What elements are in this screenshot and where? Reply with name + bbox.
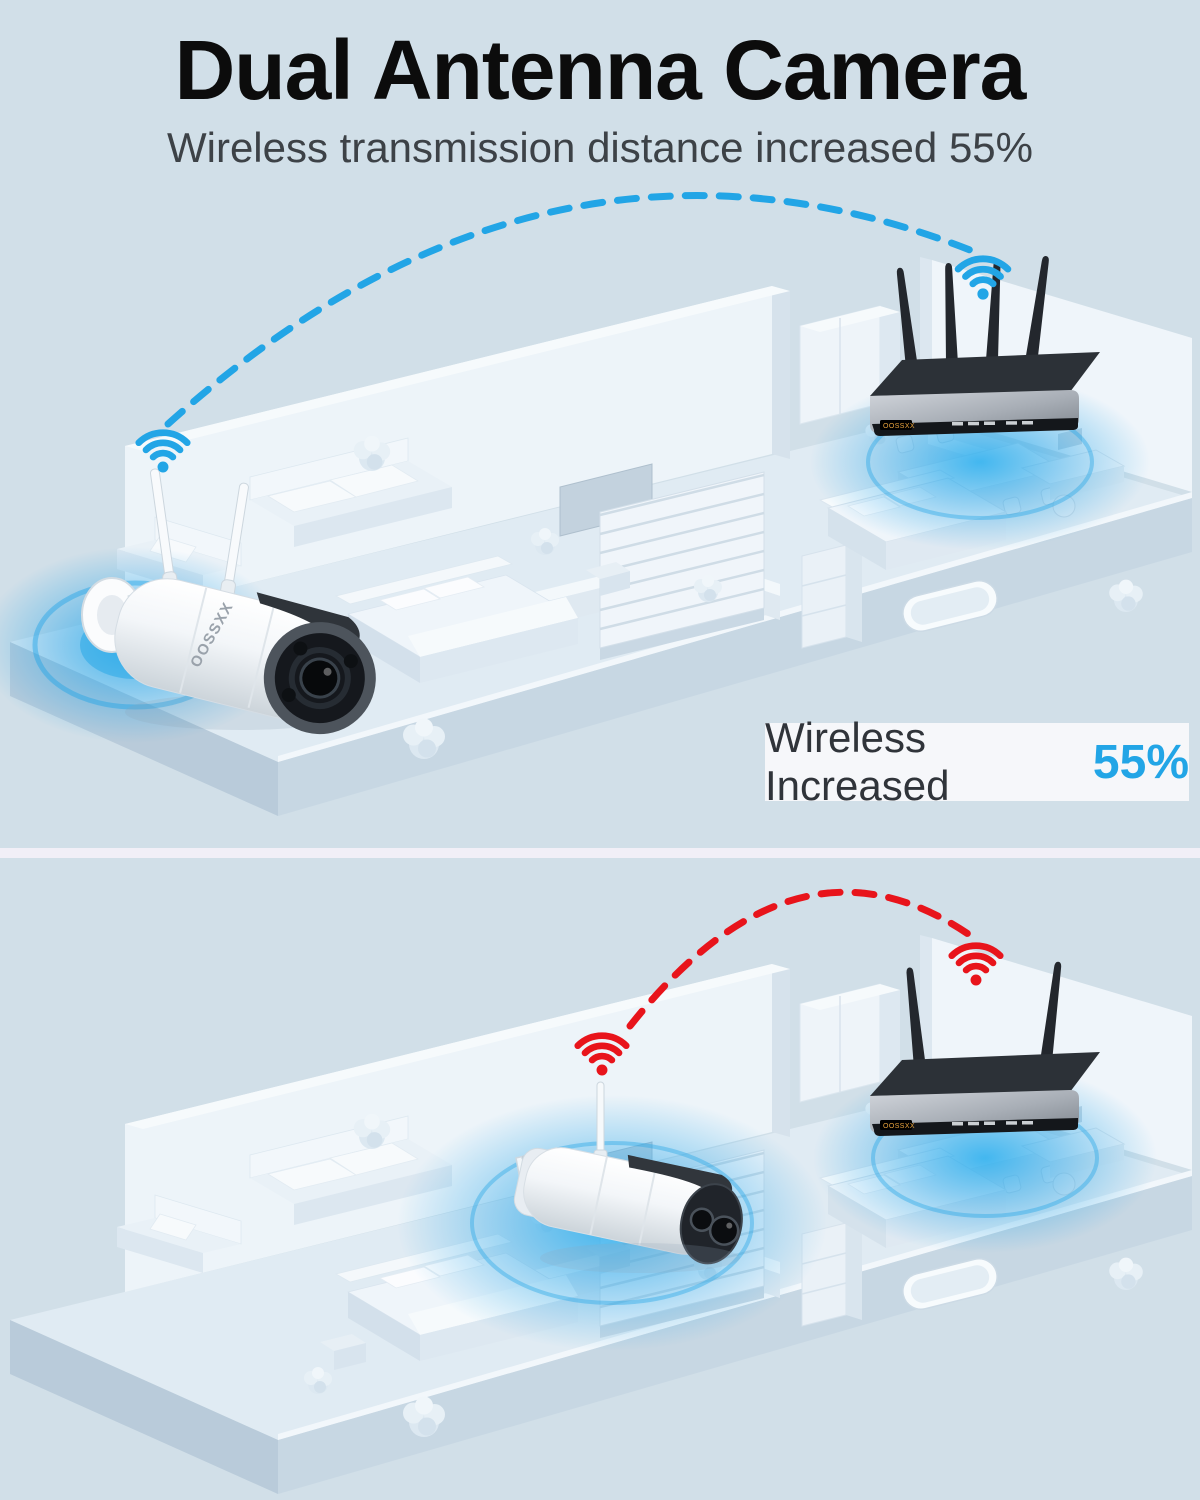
scene-bottom: OOSSXX <box>0 888 1200 1500</box>
scene-top: OOSSXX OOSSXX <box>0 192 1200 848</box>
header: Dual Antenna Camera Wireless transmissio… <box>0 26 1200 172</box>
security-camera <box>513 1081 743 1273</box>
router-antenna <box>1026 255 1049 357</box>
router-antenna <box>986 259 1001 361</box>
camera-lens <box>299 657 341 699</box>
router-antenna <box>1040 961 1062 1063</box>
router-antenna <box>945 263 958 365</box>
page-title: Dual Antenna Camera <box>174 23 1027 117</box>
badge-label: Wireless Increased <box>765 714 950 809</box>
camera-lens <box>708 1215 740 1246</box>
wifi-router: OOSSXX <box>870 255 1100 436</box>
wifi-router: OOSSXX <box>870 961 1100 1136</box>
security-camera: OOSSXX <box>81 468 376 735</box>
wireless-signal-arc <box>164 192 979 428</box>
page-subtitle: Wireless transmission distance increased… <box>166 124 1034 172</box>
wireless-increase-badge: Wireless Increased 55% <box>765 714 1189 809</box>
router-antenna <box>906 967 926 1069</box>
wireless-signal-arc <box>626 888 978 1030</box>
brand-label: OOSSXX <box>883 423 915 430</box>
brand-label: OOSSXX <box>883 1123 915 1130</box>
panel-divider <box>0 848 1200 858</box>
router-antenna <box>896 267 918 369</box>
badge-value: 55% <box>1092 735 1189 789</box>
